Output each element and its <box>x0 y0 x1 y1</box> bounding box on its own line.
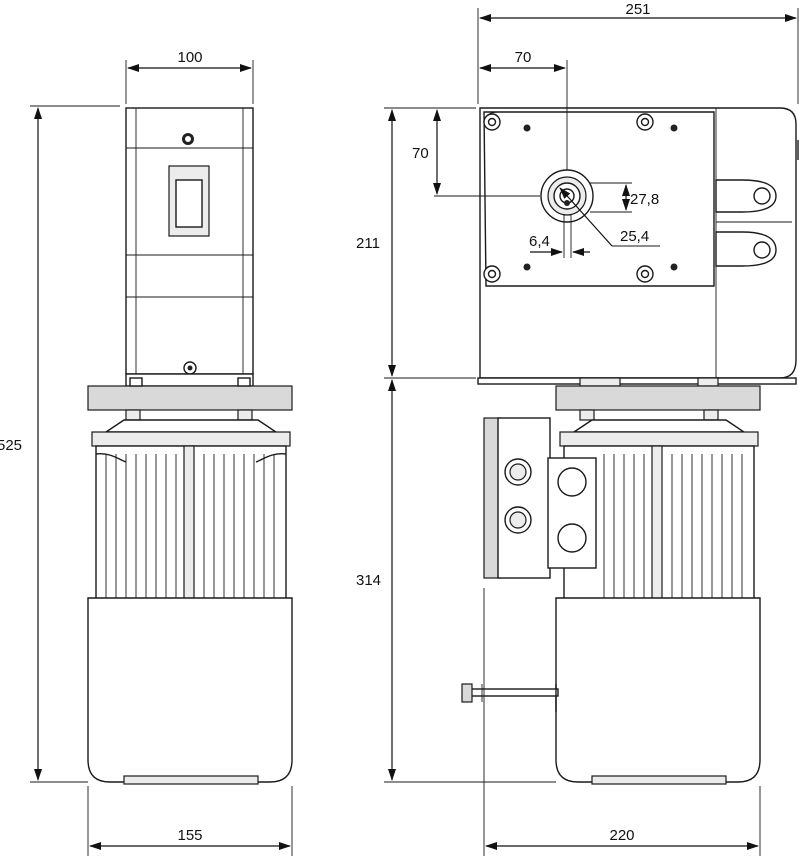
front-dimensions <box>30 60 293 856</box>
front-motor-fins <box>95 445 287 601</box>
front-gearbox <box>125 107 254 375</box>
front-flange <box>87 373 293 447</box>
side-view <box>461 107 799 785</box>
dimension-labels: 100 525 155 251 70 70 211 314 220 27,8 6… <box>0 1 659 844</box>
front-total-height-label: 525 <box>0 437 22 454</box>
side-terminal-box <box>483 417 597 579</box>
front-top-width-label: 100 <box>177 49 202 66</box>
side-motor-height-label: 314 <box>356 572 381 589</box>
bore-diameter-label: 27,8 <box>630 191 659 208</box>
front-bottom-width-label: 155 <box>177 827 202 844</box>
side-dimensions <box>384 8 799 856</box>
side-total-width-label: 251 <box>625 1 650 18</box>
side-gearbox-height-label: 211 <box>356 235 380 252</box>
key-width-label: 6,4 <box>529 233 550 250</box>
key-depth-label: 25,4 <box>620 228 649 245</box>
front-view <box>87 107 293 785</box>
side-bottom-width-label: 220 <box>609 827 634 844</box>
side-shaft-offset-y-label: 70 <box>412 145 429 162</box>
side-shaft-offset-x-label: 70 <box>515 49 532 66</box>
side-fan-cover <box>461 597 761 785</box>
front-fan-cover <box>87 597 293 785</box>
side-flange <box>477 377 797 447</box>
